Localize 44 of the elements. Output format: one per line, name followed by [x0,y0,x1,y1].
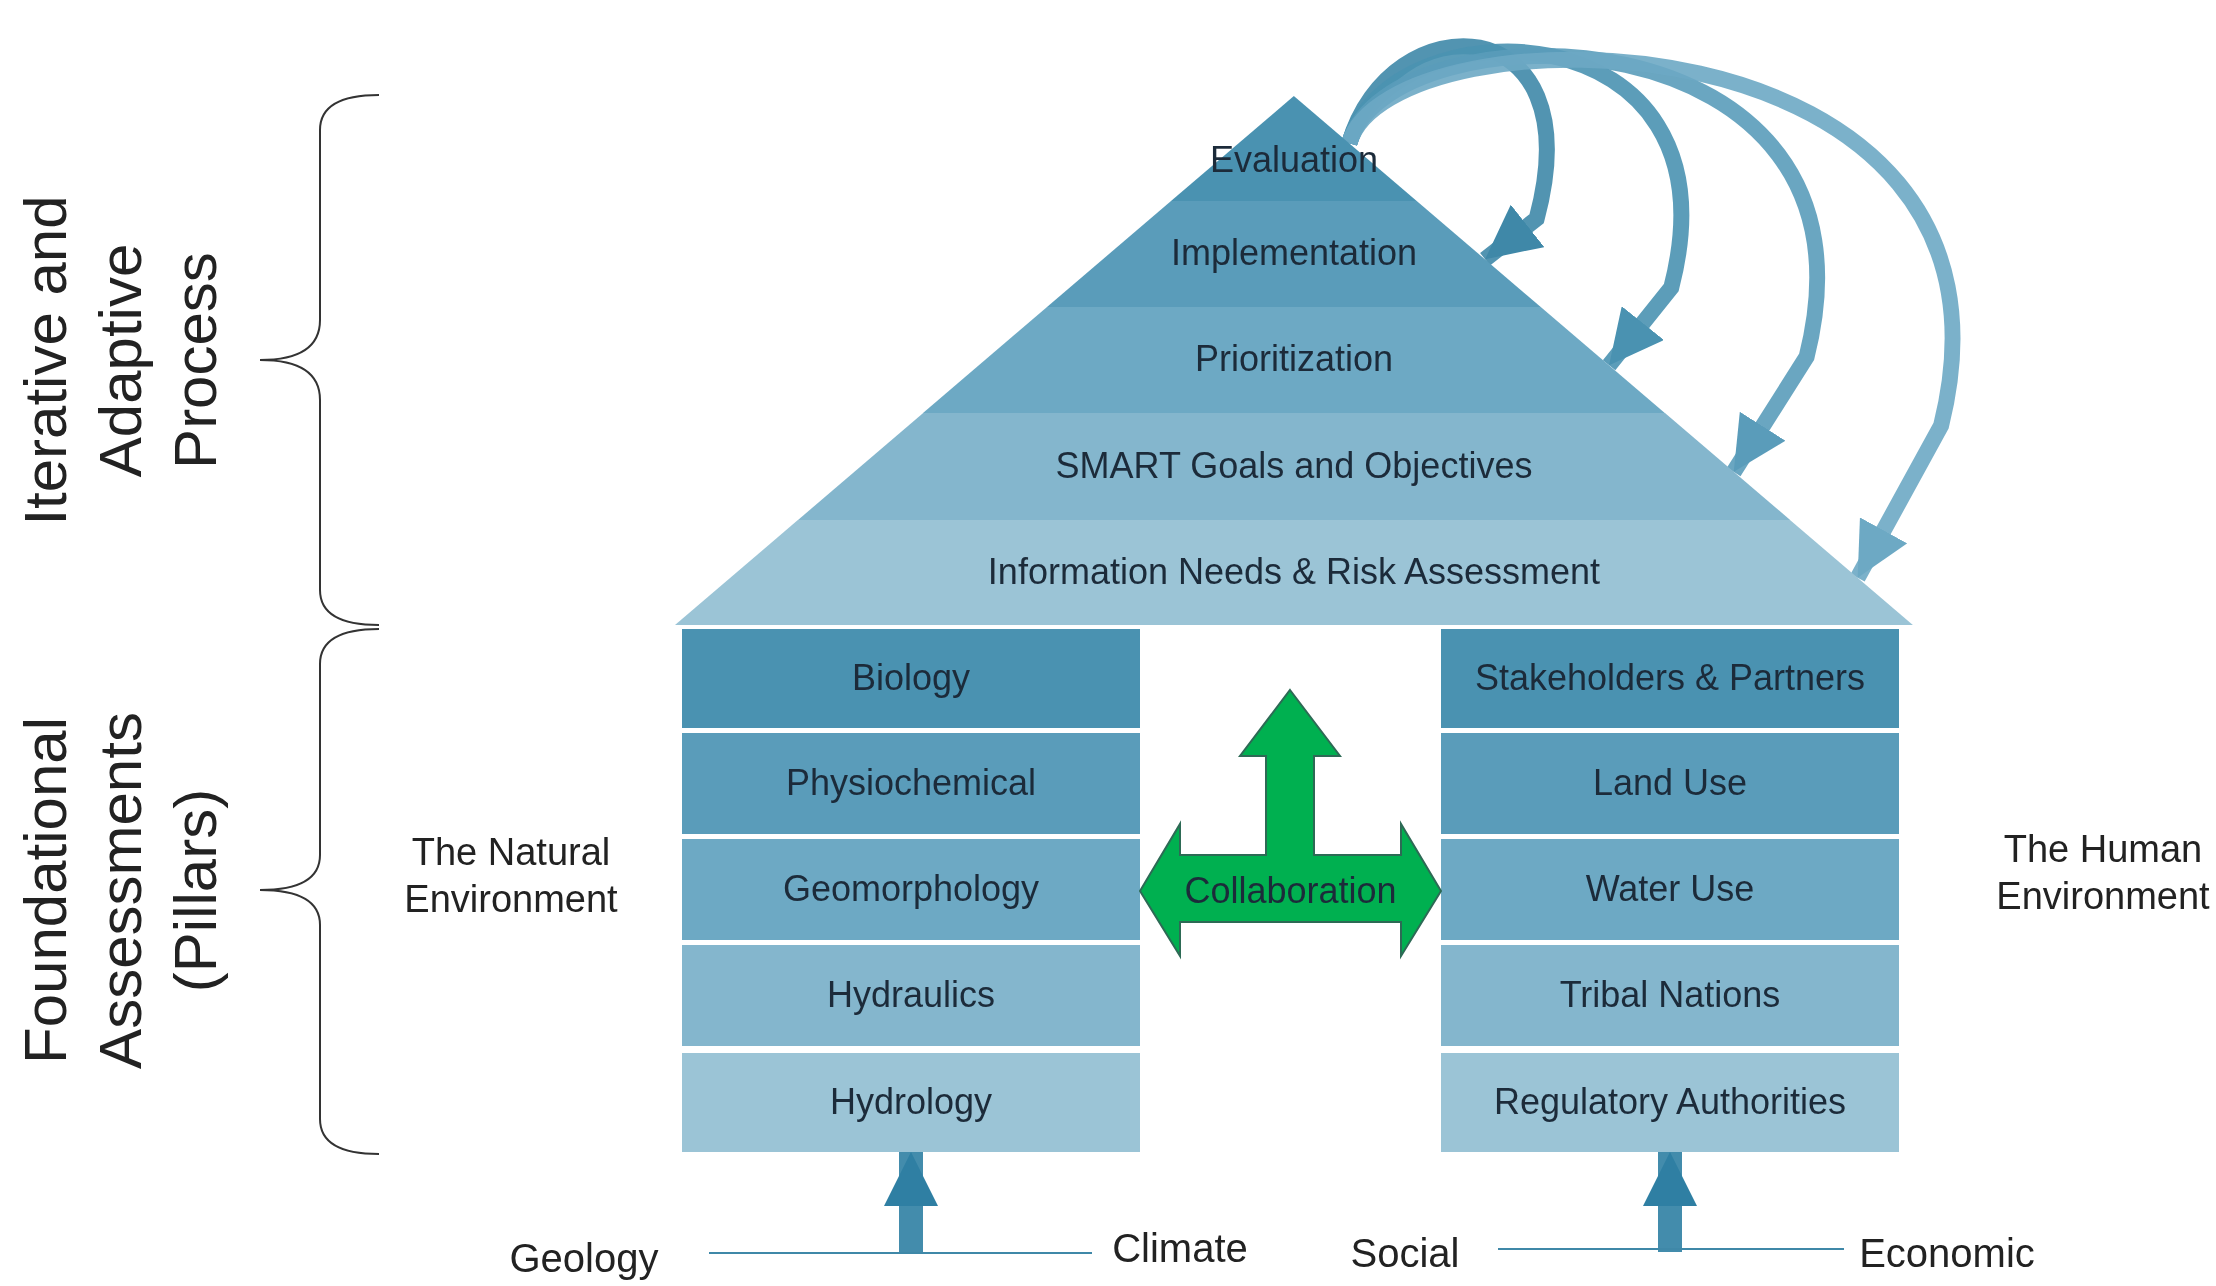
block-label: Biology [850,656,972,699]
pillar-block [1441,733,1899,834]
side-label: Social [1349,1230,1461,1277]
block-label: Land Use [1591,761,1749,804]
block-label: Hydrology [828,1080,994,1123]
block-label: Implementation [1169,232,1419,274]
roof-band [1047,201,1541,307]
bracket-label: Iterative and Adaptive Process [10,193,230,528]
block-label: Collaboration [1183,870,1398,912]
block-label: Geomorphology [781,867,1041,910]
roof-band [797,413,1791,520]
pillar-block [1441,839,1899,940]
block-label: Hydraulics [825,973,996,1016]
block-label: Regulatory Authorities [1492,1080,1848,1123]
block-label: Water Use [1584,867,1756,910]
block-label: Stakeholders & Partners [1473,656,1867,699]
pillar-block [682,839,1140,940]
roof-band [675,520,1913,625]
pillar-block [682,629,1140,728]
block-label: SMART Goals and Objectives [1054,444,1534,487]
roof-band [923,307,1665,413]
block-label: Physiochemical [784,761,1038,804]
block-label: Tribal Nations [1558,973,1782,1016]
pillar-block [1441,1053,1899,1152]
up-arrow [884,1152,938,1252]
side-label: Climate [1111,1225,1249,1272]
pillar-block [1441,629,1899,728]
side-label: The Natural Environment [403,829,619,922]
pillar-block [682,1053,1140,1152]
curved-arrow [1342,43,1689,371]
curved-arrow [1342,48,1825,477]
side-label: Economic [1858,1230,2036,1277]
block-label: Prioritization [1193,338,1395,380]
block-label: Evaluation [1208,139,1380,181]
pillar-block [682,945,1140,1046]
roof-band [1171,96,1417,201]
side-label: Geology [508,1235,660,1282]
curved-arrow [1342,52,1960,582]
up-arrow [1643,1152,1697,1252]
side-label: The Human Environment [1995,826,2211,919]
pillar-block [1441,945,1899,1046]
pillar-block [682,733,1140,834]
block-label: Information Needs & Risk Assessment [986,550,1602,593]
bracket-label: Foundational Assessments (Pillars) [10,710,230,1071]
